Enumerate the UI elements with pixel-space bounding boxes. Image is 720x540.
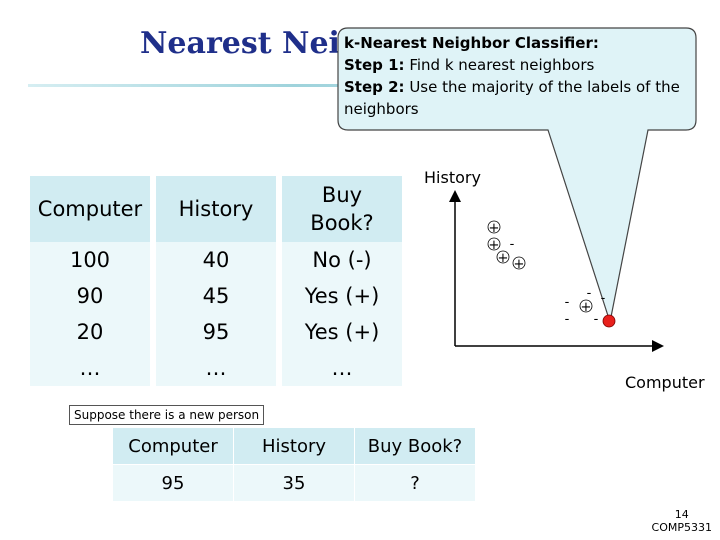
new-header-computer: Computer [112,427,234,465]
plus-point-ring [487,220,501,234]
table-row: 20 95 Yes (+) [30,314,402,350]
table-row: 100 40 No (-) [30,242,402,278]
query-point [602,314,616,328]
minus-point: - [565,312,570,327]
minus-point: - [510,237,515,252]
step-2-label: Step 2: [344,78,405,96]
y-axis-label: History [424,168,481,187]
plus-point: + [498,251,509,266]
plus-point-ring [487,237,501,251]
cell: 40 [150,242,279,278]
callout-shape [337,27,697,325]
training-data-table: Computer History Buy Book? 100 40 No (-)… [30,176,402,386]
step-2-text: Use the majority of the labels of the ne… [344,78,680,118]
cell: 95 [150,314,279,350]
callout-text: k-Nearest Neighbor Classifier: Step 1: F… [344,32,684,120]
header-buy-book: Buy Book? [276,176,402,242]
cell: … [30,350,153,386]
callout-heading: k-Nearest Neighbor Classifier: [344,34,599,52]
cell: … [150,350,279,386]
new-person-note: Suppose there is a new person [69,405,265,425]
new-header-history: History [233,427,355,465]
table-row: 90 45 Yes (+) [30,278,402,314]
course-code: COMP5331 [651,521,712,534]
plus-point-ring [579,299,593,313]
plus-point: + [489,238,500,253]
step-1-text: Find k nearest neighbors [404,56,595,74]
header-computer: Computer [30,176,153,242]
minus-point: - [565,295,570,310]
x-axis-label: Computer [625,373,705,392]
callout-step-1: Step 1: Find k nearest neighbors [344,54,684,76]
cell: Yes (+) [276,314,402,350]
plus-point-ring [496,250,510,264]
cell: 100 [30,242,153,278]
table-row: … … … [30,350,402,386]
header-history: History [150,176,279,242]
cell: … [276,350,402,386]
new-cell-buy-book: ? [354,464,476,502]
cell: 20 [30,314,153,350]
new-table-header-row: Computer History Buy Book? [112,427,476,465]
step-1-label: Step 1: [344,56,405,74]
cell: 45 [150,278,279,314]
plus-point: + [514,257,525,272]
plus-point: + [489,221,500,236]
new-cell-history: 35 [233,464,355,502]
cell: 90 [30,278,153,314]
table-header-row: Computer History Buy Book? [30,176,402,242]
cell: No (-) [276,242,402,278]
page-number: 14 [674,508,689,521]
new-person-table: Computer History Buy Book? 95 35 ? [112,427,476,502]
new-table-row: 95 35 ? [112,464,476,502]
plus-point: + [581,300,592,315]
plus-point-ring [512,256,526,270]
cell: Yes (+) [276,278,402,314]
minus-point: - [587,286,592,301]
new-cell-computer: 95 [112,464,234,502]
minus-point: - [594,312,599,327]
callout-step-2: Step 2: Use the majority of the labels o… [344,76,684,120]
header-buy-book-text: Buy Book? [310,183,374,235]
minus-point: - [601,291,606,306]
slide-footer: 14 COMP5331 [652,508,712,534]
new-header-buy-book: Buy Book? [354,427,476,465]
